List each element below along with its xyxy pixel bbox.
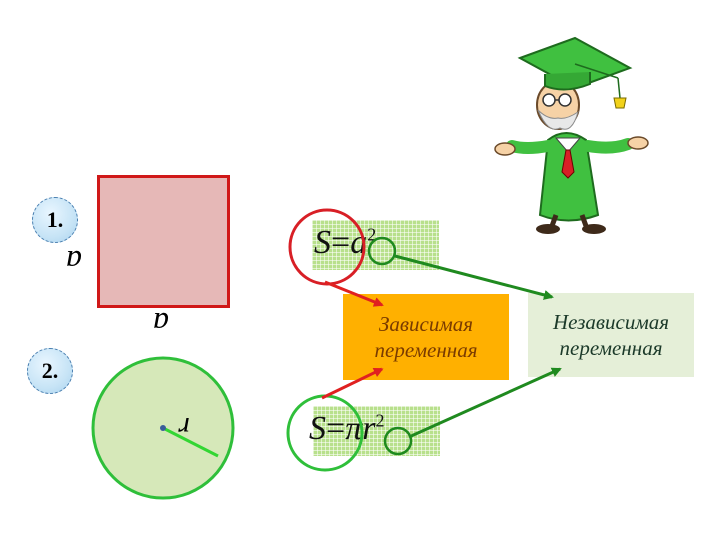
arrow-a-to-independent xyxy=(394,254,554,300)
badge-two-label: 2. xyxy=(41,358,59,383)
highlight-s-bottom xyxy=(286,394,364,472)
independent-variable-box: Независимая переменная xyxy=(528,293,694,377)
formula2-eq: = xyxy=(326,410,346,447)
dependent-line-1: Зависимая xyxy=(379,312,473,336)
independent-line-2: переменная xyxy=(559,336,663,360)
badge-one-label: 1. xyxy=(46,207,64,232)
formula2-s: S xyxy=(309,410,326,447)
dependent-line-2: переменная xyxy=(374,338,478,362)
formula2-var: r xyxy=(362,410,376,447)
badge-one: 1. xyxy=(32,197,78,243)
formula2-exp: 2 xyxy=(375,410,385,431)
dependent-variable-box: Зависимая переменная xyxy=(343,294,509,380)
highlight-a xyxy=(367,236,397,266)
independent-line-1: Независимая xyxy=(552,310,669,334)
formula1-s: S xyxy=(314,224,331,261)
formula1-exp: 2 xyxy=(367,224,377,245)
arrow-r-to-independent xyxy=(408,367,562,439)
arrow-s-to-dependent xyxy=(324,280,384,307)
circle-center-dot xyxy=(160,425,166,431)
formula1-eq: = xyxy=(331,224,351,261)
circle-radius-line xyxy=(162,426,219,458)
highlight-s-top xyxy=(288,208,366,286)
arrow-s2-to-dependent xyxy=(321,367,384,400)
circle-radius-label: r xyxy=(178,411,190,444)
highlight-r xyxy=(383,426,413,456)
professor-illustration xyxy=(494,36,649,234)
badge-two: 2. xyxy=(27,348,73,394)
square-figure xyxy=(97,175,230,308)
